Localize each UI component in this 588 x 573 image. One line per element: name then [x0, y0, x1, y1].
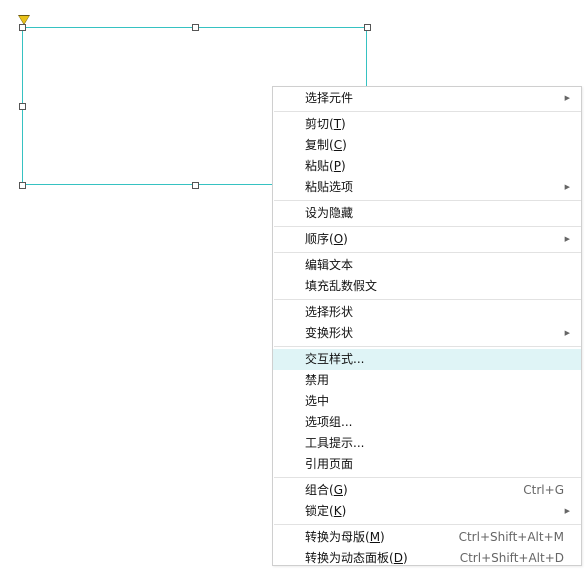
menu-item-copy[interactable]: 复制(C)	[273, 135, 581, 156]
menu-item-order[interactable]: 顺序(O) ▶	[273, 229, 581, 250]
menu-item-cut[interactable]: 剪切(T)	[273, 114, 581, 135]
menu-item-lock[interactable]: 锁定(K) ▶	[273, 501, 581, 522]
chevron-right-icon: ▶	[564, 507, 570, 515]
menu-item-label: 粘贴选项	[305, 180, 354, 194]
mnemonic-key: T	[333, 117, 342, 131]
menu-item-label: 粘贴(P)	[305, 159, 346, 173]
menu-separator	[274, 200, 581, 201]
menu-item-label: 锁定(K)	[305, 504, 347, 518]
menu-item-fill-lorem[interactable]: 填充乱数假文	[273, 276, 581, 297]
menu-item-label: 组合(G)	[305, 483, 348, 497]
menu-separator	[274, 252, 581, 253]
menu-separator	[274, 111, 581, 112]
menu-item-label: 复制(C)	[305, 138, 347, 152]
menu-item-set-hidden[interactable]: 设为隐藏	[273, 203, 581, 224]
menu-item-transform-shape[interactable]: 变换形状 ▶	[273, 323, 581, 344]
menu-item-select-shape[interactable]: 选择形状	[273, 302, 581, 323]
triangle-marker-icon	[19, 16, 29, 24]
mnemonic-key: M	[369, 530, 381, 544]
menu-item-label: 转换为母版(M)	[305, 530, 385, 544]
menu-item-label: 禁用	[305, 373, 330, 387]
menu-item-label: 剪切(T)	[305, 117, 346, 131]
menu-item-reference-page[interactable]: 引用页面	[273, 454, 581, 475]
menu-item-label: 填充乱数假文	[305, 279, 378, 293]
resize-handle-bottom-left[interactable]	[19, 182, 26, 189]
menu-item-label: 选择形状	[305, 305, 354, 319]
menu-item-label: 编辑文本	[305, 258, 354, 272]
menu-separator	[274, 299, 581, 300]
context-menu: 选择元件 ▶ 剪切(T) 复制(C) 粘贴(P) 粘贴选项 ▶ 设为隐藏顺序(O) ▶ 编辑文本填…	[272, 86, 582, 566]
menu-item-label: 交互样式...	[305, 352, 365, 366]
menu-item-paste[interactable]: 粘贴(P)	[273, 156, 581, 177]
menu-separator	[274, 477, 581, 478]
menu-separator	[274, 346, 581, 347]
menu-item-tooltip[interactable]: 工具提示...	[273, 433, 581, 454]
menu-item-selected[interactable]: 选中	[273, 391, 581, 412]
menu-item-label: 转换为动态面板(D)	[305, 551, 408, 565]
chevron-right-icon: ▶	[564, 235, 570, 243]
menu-item-label: 引用页面	[305, 457, 354, 471]
menu-separator	[274, 524, 581, 525]
resize-handle-bottom-middle[interactable]	[192, 182, 199, 189]
shortcut-label: Ctrl+Shift+Alt+M	[458, 530, 564, 544]
resize-handle-top-middle[interactable]	[192, 24, 199, 31]
menu-separator	[274, 226, 581, 227]
menu-item-select-widgets[interactable]: 选择元件 ▶	[273, 88, 581, 109]
menu-item-convert-master[interactable]: 转换为母版(M) Ctrl+Shift+Alt+M	[273, 527, 581, 548]
menu-item-convert-dynamic-panel[interactable]: 转换为动态面板(D) Ctrl+Shift+Alt+D	[273, 548, 581, 569]
menu-item-label: 选项组...	[305, 415, 353, 429]
shortcut-label: Ctrl+G	[523, 483, 564, 497]
mnemonic-key: C	[333, 138, 343, 152]
shortcut-label: Ctrl+Shift+Alt+D	[459, 551, 564, 565]
menu-item-label: 变换形状	[305, 326, 354, 340]
resize-handle-middle-left[interactable]	[19, 103, 26, 110]
menu-item-label: 设为隐藏	[305, 206, 354, 220]
menu-item-edit-text[interactable]: 编辑文本	[273, 255, 581, 276]
menu-item-disable[interactable]: 禁用	[273, 370, 581, 391]
menu-item-label: 工具提示...	[305, 436, 365, 450]
chevron-right-icon: ▶	[564, 329, 570, 337]
mnemonic-key: P	[333, 159, 341, 173]
resize-handle-top-right[interactable]	[364, 24, 371, 31]
mnemonic-key: G	[333, 483, 343, 497]
chevron-right-icon: ▶	[564, 183, 570, 191]
resize-handle-top-left[interactable]	[19, 24, 26, 31]
menu-item-option-group[interactable]: 选项组...	[273, 412, 581, 433]
menu-item-paste-options[interactable]: 粘贴选项 ▶	[273, 177, 581, 198]
menu-item-label: 选中	[305, 394, 330, 408]
menu-item-interaction-styles[interactable]: 交互样式...	[273, 349, 581, 370]
mnemonic-key: O	[333, 232, 344, 246]
chevron-right-icon: ▶	[564, 94, 570, 102]
menu-item-label: 选择元件	[305, 91, 354, 105]
menu-item-group[interactable]: 组合(G) Ctrl+G	[273, 480, 581, 501]
menu-item-label: 顺序(O)	[305, 232, 348, 246]
mnemonic-key: K	[333, 504, 342, 518]
mnemonic-key: D	[393, 551, 403, 565]
